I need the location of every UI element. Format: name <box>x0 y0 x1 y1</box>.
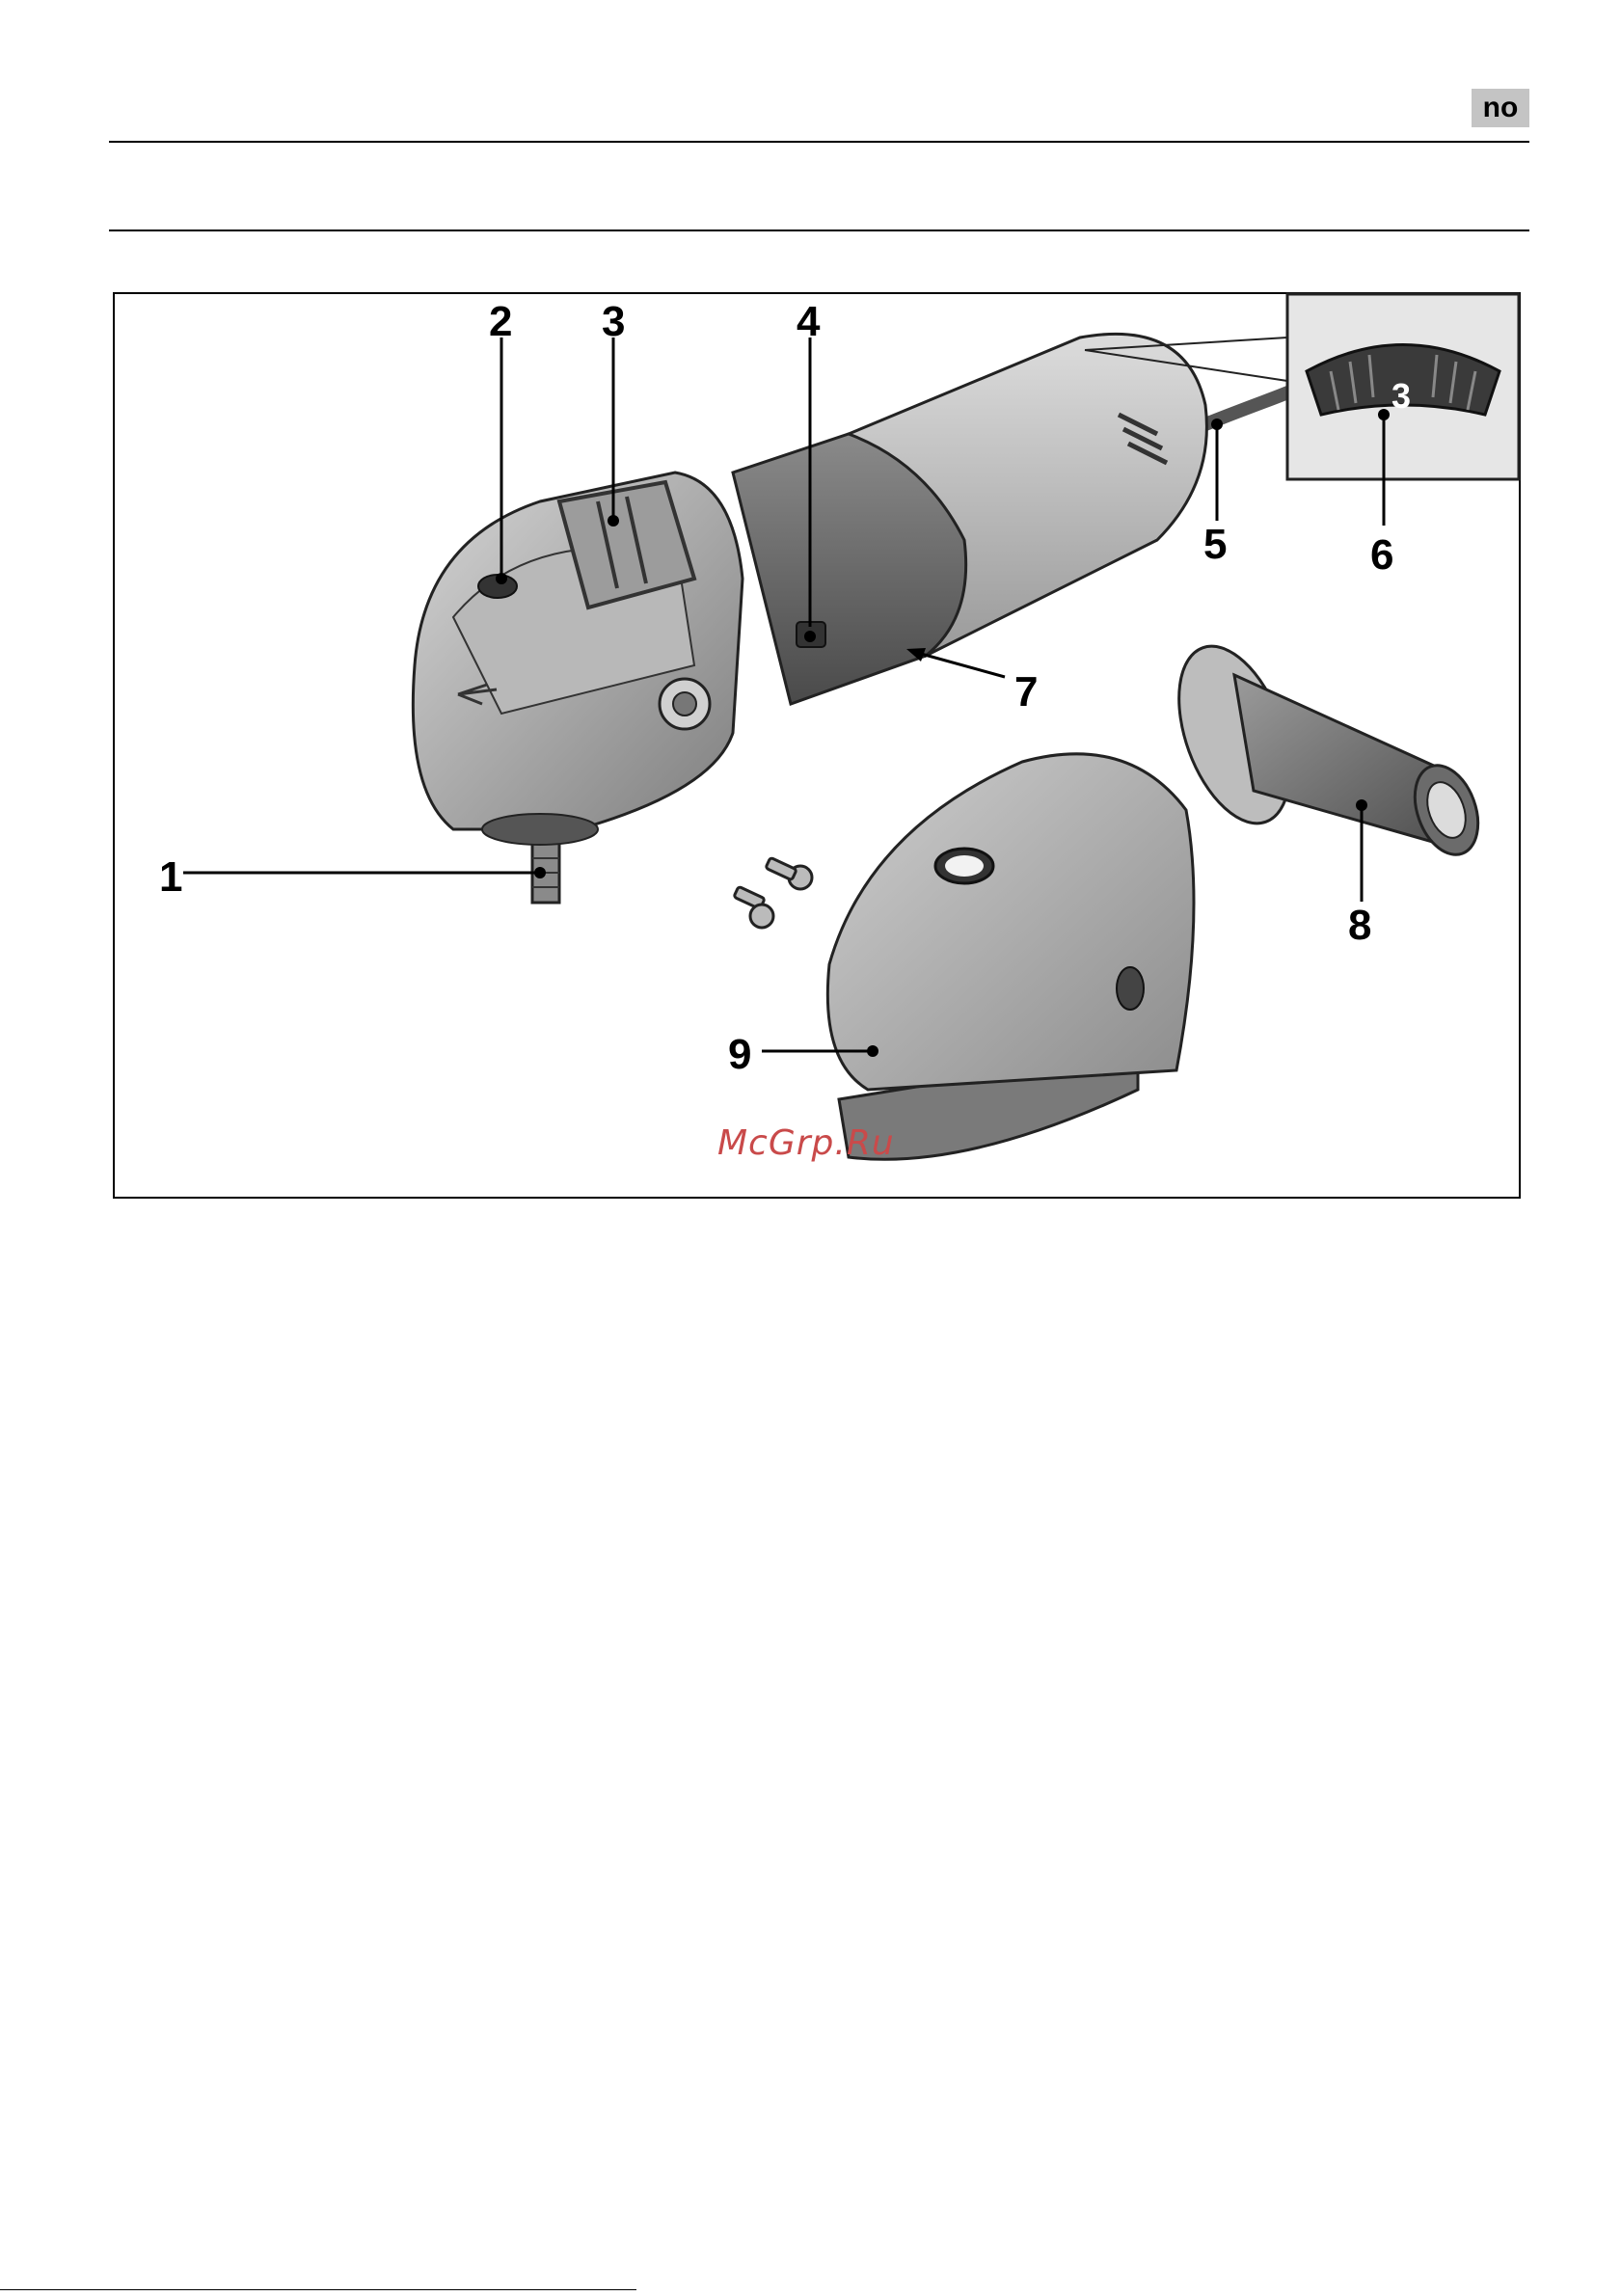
callout-1: 1 <box>159 853 182 901</box>
callout-3: 3 <box>602 298 625 345</box>
angle-grinder-illustration: 3 <box>0 0 1621 1254</box>
footer-line <box>0 2289 636 2290</box>
callout-2: 2 <box>489 298 512 345</box>
callout-4: 4 <box>797 298 821 345</box>
speed-dial-value: 3 <box>1391 376 1411 416</box>
callout-8: 8 <box>1348 902 1371 949</box>
auxiliary-handle <box>1157 632 1489 864</box>
callout-5: 5 <box>1203 521 1227 568</box>
callout-9: 9 <box>728 1031 751 1078</box>
callout-7: 7 <box>1014 668 1038 716</box>
guard-screws <box>734 857 812 928</box>
watermark: McGrp.Ru <box>717 1123 895 1163</box>
callout-6: 6 <box>1370 531 1393 579</box>
protection-guard <box>827 754 1194 1159</box>
flange <box>482 814 598 845</box>
